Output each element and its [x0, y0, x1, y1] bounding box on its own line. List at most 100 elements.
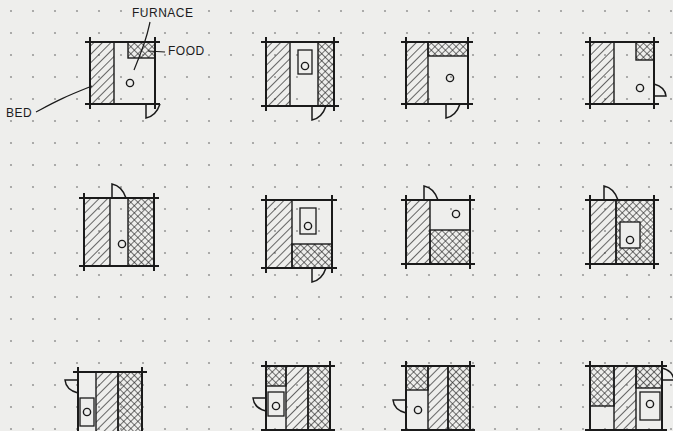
food-area	[430, 230, 470, 264]
furnace-area	[620, 222, 640, 248]
room-wall	[661, 361, 663, 431]
room-wall	[401, 365, 475, 367]
room-wall	[265, 195, 267, 273]
room-wall	[141, 367, 143, 431]
door-flap	[112, 184, 126, 198]
room-plan	[261, 195, 337, 282]
door-flap	[253, 398, 266, 411]
leader-line	[36, 86, 92, 112]
food-area	[308, 366, 330, 430]
room-wall	[153, 193, 155, 271]
door-flap	[312, 106, 326, 120]
room-wall	[589, 361, 591, 431]
room-wall	[83, 193, 85, 271]
food-area	[428, 42, 468, 56]
door-flap	[312, 268, 326, 282]
leader-line	[148, 51, 165, 52]
bed-area	[428, 366, 448, 430]
room-wall	[79, 197, 159, 199]
room-wall	[469, 361, 471, 431]
bed-area	[590, 200, 616, 264]
door-flap	[146, 104, 160, 118]
room-wall	[261, 41, 339, 43]
bed-area	[406, 42, 428, 104]
furnace-symbol	[446, 74, 453, 81]
bed-area	[266, 42, 290, 106]
furnace-symbol	[636, 84, 643, 91]
food-area	[406, 366, 428, 390]
door-flap	[446, 104, 460, 118]
food-area	[292, 244, 332, 268]
room-wall	[73, 371, 147, 373]
room-wall	[585, 41, 659, 43]
door-flap	[662, 368, 673, 380]
room-plan	[401, 186, 475, 269]
room-plan	[253, 361, 335, 431]
bed-area	[286, 366, 308, 430]
room-wall	[261, 199, 337, 201]
room-wall	[154, 37, 156, 109]
room-wall	[405, 195, 407, 269]
room-wall	[589, 37, 591, 109]
door-flap	[604, 186, 618, 200]
furnace-area	[300, 208, 316, 234]
leader-line	[134, 22, 150, 70]
food-area	[448, 366, 470, 430]
callout-label: FOOD	[168, 44, 205, 58]
room-wall	[469, 195, 471, 269]
furnace-symbol	[83, 408, 90, 415]
room-wall	[467, 37, 469, 109]
furnace-symbol	[118, 240, 125, 247]
room-wall	[401, 41, 473, 43]
furnace-area	[268, 392, 284, 416]
room-wall	[405, 361, 407, 431]
food-area	[318, 42, 334, 106]
food-area	[636, 366, 662, 388]
food-area	[616, 200, 654, 264]
callout-label: FURNACE	[132, 6, 194, 20]
door-flap	[424, 186, 438, 200]
room-wall	[85, 103, 160, 105]
furnace-area	[80, 398, 94, 426]
room-plan	[585, 37, 666, 109]
room-wall	[585, 429, 667, 431]
room-wall	[331, 195, 333, 273]
room-wall	[261, 365, 335, 367]
room-wall	[585, 199, 659, 201]
room-wall	[585, 263, 659, 265]
room-wall	[85, 41, 160, 43]
furnace-symbol	[452, 210, 459, 217]
room-plan	[393, 361, 475, 431]
furnace-area	[640, 392, 660, 420]
furnace-symbol	[414, 406, 421, 413]
room-wall	[589, 195, 591, 269]
furnace-symbol	[646, 400, 653, 407]
door-flap	[393, 400, 406, 413]
room-wall	[329, 361, 331, 431]
room-wall	[261, 105, 339, 107]
room-wall	[401, 263, 475, 265]
bed-area	[406, 200, 430, 264]
furnace-symbol	[126, 79, 133, 86]
bed-area	[266, 200, 292, 268]
room-wall	[79, 265, 159, 267]
furnace-symbol	[301, 62, 308, 69]
furnace-symbol	[304, 222, 311, 229]
room-plan	[585, 361, 673, 431]
room-plan	[261, 37, 339, 120]
bed-area	[84, 198, 110, 266]
food-area	[266, 366, 286, 386]
bed-area	[614, 366, 636, 430]
room-wall	[585, 365, 667, 367]
room-wall	[261, 429, 335, 431]
food-area	[128, 198, 154, 266]
room-plan	[585, 186, 659, 269]
callout-label: BED	[6, 106, 32, 120]
furnace-area	[298, 50, 312, 74]
food-area	[590, 366, 614, 406]
room-wall	[585, 103, 659, 105]
food-area	[636, 42, 654, 60]
furnace-symbol	[272, 402, 279, 409]
